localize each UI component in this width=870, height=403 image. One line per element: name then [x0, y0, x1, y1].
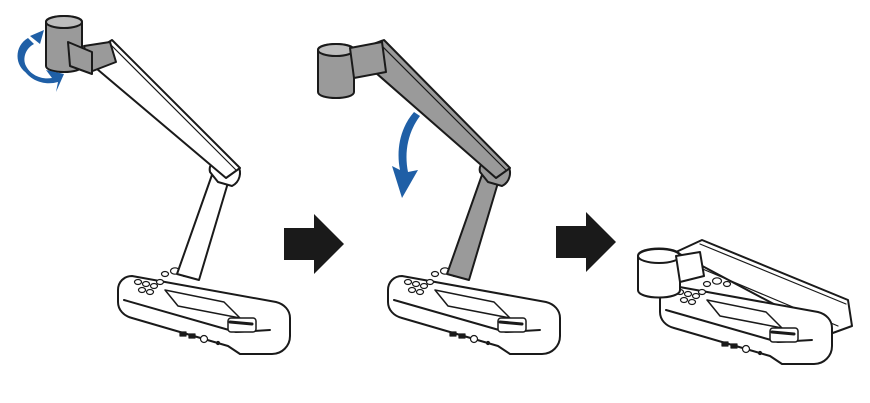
camera-head — [317, 41, 387, 99]
rotate-arrow-icon — [17, 30, 64, 92]
camera-base — [387, 267, 561, 355]
front-ports — [179, 331, 221, 346]
camera-base — [659, 277, 833, 365]
down-arrow-icon — [392, 112, 420, 198]
next-arrow-icon — [556, 212, 616, 272]
front-ports — [721, 341, 763, 356]
camera-base — [117, 267, 291, 355]
lower-arm — [176, 171, 231, 281]
control-buttons — [403, 267, 460, 296]
control-buttons — [675, 277, 732, 306]
step-1-rotate-camera-head — [17, 15, 291, 355]
next-arrow-icon — [284, 214, 344, 274]
camera-head — [637, 247, 705, 299]
step-2-lower-arm — [317, 39, 561, 355]
front-ports — [449, 331, 491, 346]
step-3-folded — [637, 239, 853, 365]
camera-head — [45, 15, 93, 75]
lower-arm — [446, 171, 501, 281]
